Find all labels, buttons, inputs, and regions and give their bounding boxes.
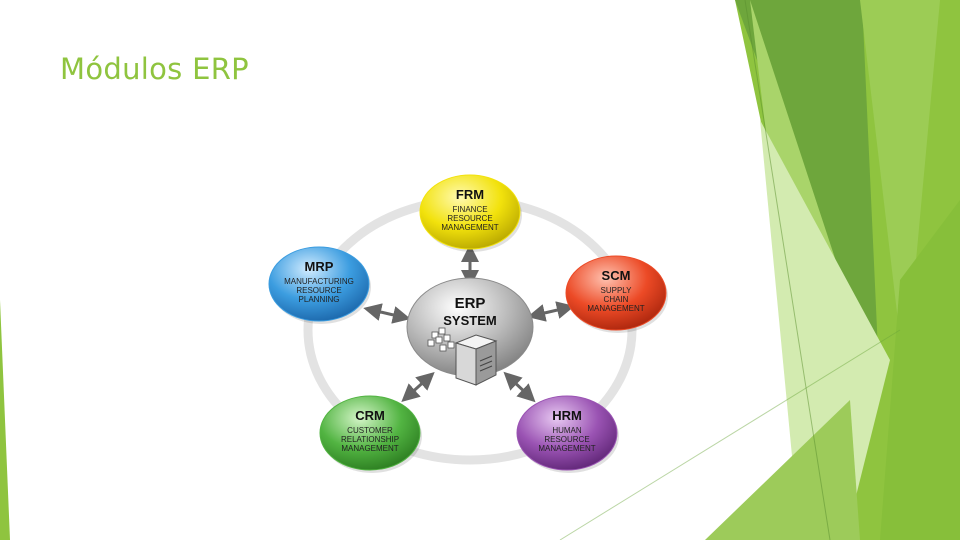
frm-line-1: FINANCE: [452, 205, 487, 214]
crm-bubble: [319, 395, 421, 471]
facet-top: [860, 0, 940, 380]
hrm-bubble: [516, 395, 618, 471]
mrp-abbr: MRP: [305, 259, 334, 274]
frm-bubble: [419, 174, 521, 250]
facet-line-1: [744, 0, 831, 540]
crm-line-3: MANAGEMENT: [341, 444, 398, 453]
frm-abbr: FRM: [456, 187, 484, 202]
scm-abbr: SCM: [602, 268, 631, 283]
hrm-line-3: MANAGEMENT: [538, 444, 595, 453]
mrp-bubble: [268, 246, 370, 322]
hrm-line-2: RESOURCE: [544, 435, 589, 444]
hrm-line-1: HUMAN: [552, 426, 582, 435]
connector-arrows: [363, 244, 575, 403]
crm-line-1: CUSTOMER: [347, 426, 393, 435]
erp-line2: SYSTEM: [443, 313, 496, 328]
pixel-blocks-icon: [427, 327, 455, 352]
hrm-abbr: HRM: [552, 408, 582, 423]
erp-line1: ERP: [455, 295, 486, 312]
scm-line-3: MANAGEMENT: [587, 304, 644, 313]
module-nodes: FRMFINANCERESOURCEMANAGEMENTSCMSUPPLYCHA…: [268, 174, 668, 473]
arrow-mrp: [363, 303, 411, 324]
facet-bottom-right: [880, 200, 960, 540]
mrp-line-2: RESOURCE: [296, 286, 341, 295]
mrp-line-3: PLANNING: [299, 295, 340, 304]
arrow-scm: [527, 301, 575, 322]
scm-line-2: CHAIN: [604, 295, 629, 304]
scm-bubble: [565, 255, 667, 331]
erp-system-node: ERP SYSTEM: [406, 277, 534, 386]
slide-title: Módulos ERP: [60, 52, 249, 86]
frm-line-2: RESOURCE: [447, 214, 492, 223]
frm-line-3: MANAGEMENT: [441, 223, 498, 232]
facet-light: [760, 120, 890, 540]
facet-bottom: [705, 400, 860, 540]
erp-diagram: ERP SYSTEM FRMFINANCERESOURCEMANAGEMENTS…: [268, 174, 668, 473]
facet-line-2: [559, 329, 901, 540]
mrp-line-1: MANUFACTURING: [284, 277, 354, 286]
server-icon: [454, 334, 498, 386]
arrow-hrm: [503, 371, 536, 403]
crm-line-2: RELATIONSHIP: [341, 435, 399, 444]
scm-line-1: SUPPLY: [601, 286, 633, 295]
arrow-crm: [401, 371, 435, 403]
facet-left: [0, 300, 10, 540]
crm-abbr: CRM: [355, 408, 385, 423]
